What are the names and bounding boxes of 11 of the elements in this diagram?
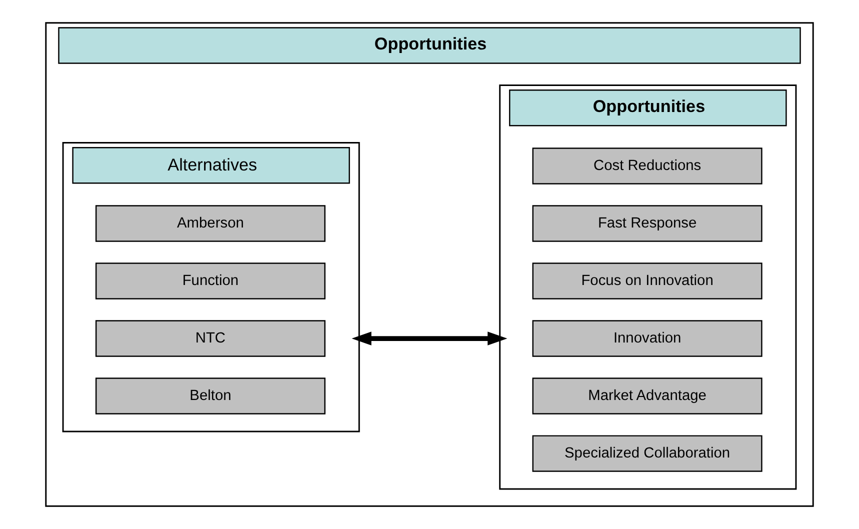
node-box: Market Advantage	[532, 378, 762, 414]
node-box: Focus on Innovation	[532, 262, 762, 300]
node-box: Specialized Collaboration	[532, 435, 762, 472]
node-box: Belton	[95, 378, 326, 414]
node-box: Fast Response	[532, 205, 762, 242]
node-box: NTC	[95, 320, 326, 357]
node-box: Amberson	[95, 205, 326, 242]
node-box: Cost Reductions	[532, 148, 762, 184]
node-box: Function	[95, 262, 326, 300]
arrow	[352, 332, 508, 346]
node-box: Innovation	[532, 320, 762, 357]
